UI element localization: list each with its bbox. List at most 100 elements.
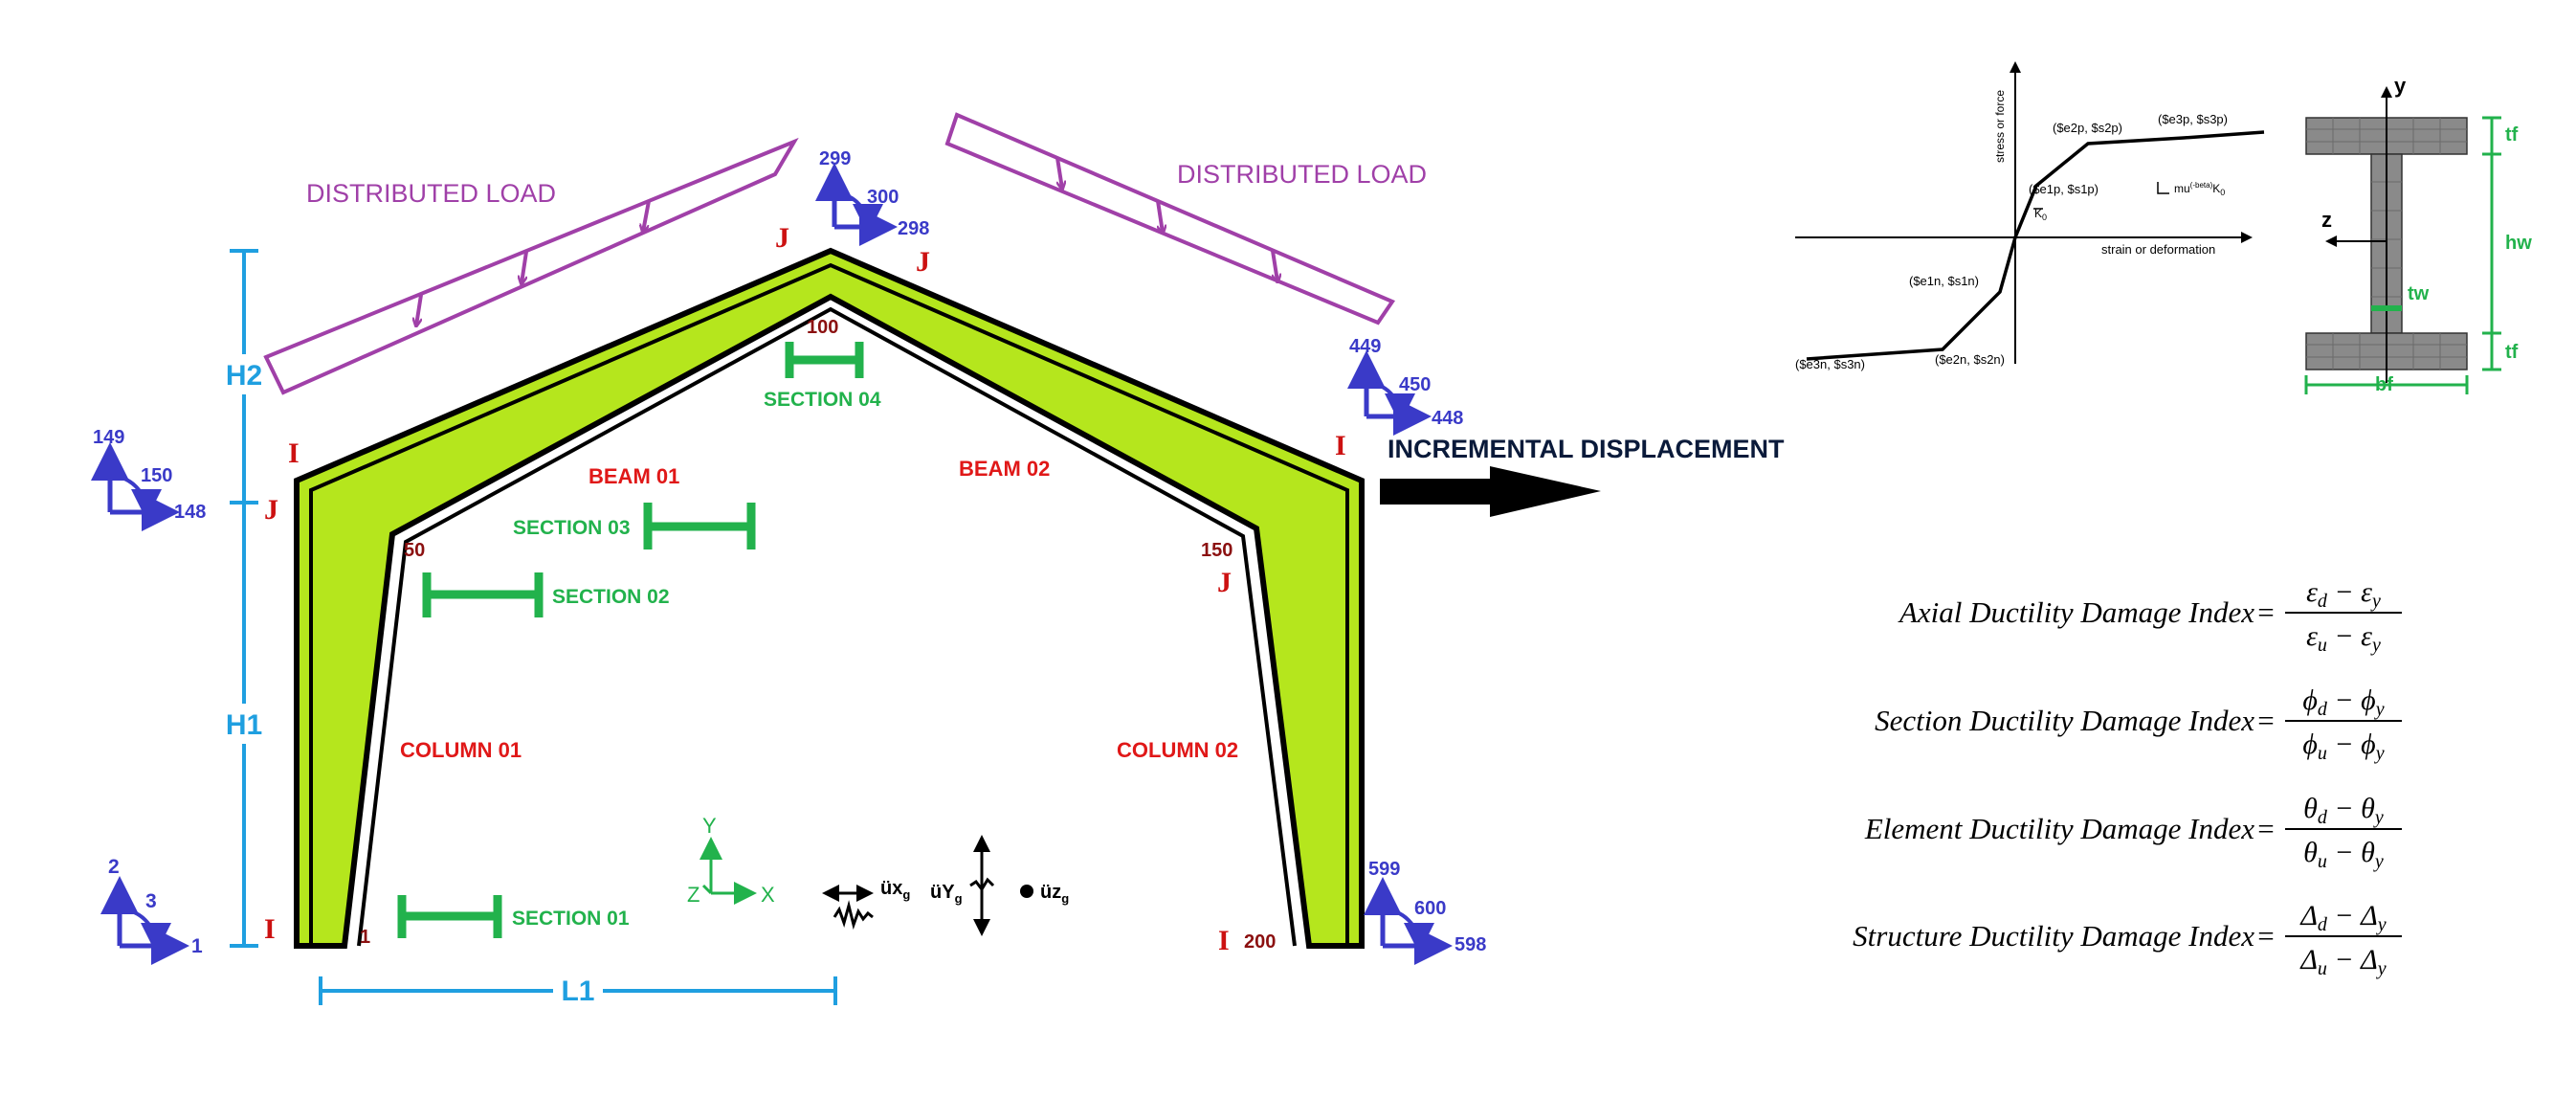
section-02-label: SECTION 02 xyxy=(552,586,670,608)
section-03-label: SECTION 03 xyxy=(513,517,631,539)
curve-ylabel: stress or force xyxy=(1993,90,2007,163)
equals-sign: = xyxy=(2257,812,2274,845)
node-1: 1 xyxy=(360,927,370,948)
i-section: y z tf hw tw tf bf xyxy=(2304,74,2532,395)
incremental-displacement-label: INCREMENTAL DISPLACEMENT xyxy=(1388,435,1785,463)
section-04-label: SECTION 04 xyxy=(764,389,881,411)
equation-row: Section Ductility Damage Index= ϕd − ϕy ϕu… xyxy=(1875,684,2402,764)
equation-name: Axial Ductility Damage Index xyxy=(1898,595,2254,629)
svg-text:600: 600 xyxy=(1414,898,1446,919)
equation-name: Structure Ductility Damage Index xyxy=(1853,919,2254,953)
curve-k0: K0 xyxy=(2034,207,2047,222)
displacement-arrow xyxy=(1380,466,1601,517)
axis-y-label: Y xyxy=(702,814,717,838)
ground-uz-label: üzg xyxy=(1040,882,1069,906)
equals-sign: = xyxy=(2257,595,2274,629)
section-tw: tw xyxy=(2408,283,2430,304)
axis-x-label: X xyxy=(761,883,775,907)
frame-body xyxy=(294,247,1365,949)
ground-uy-label: üYg xyxy=(930,882,963,906)
equation-numerator: θd − θy xyxy=(2303,793,2384,828)
svg-text:3: 3 xyxy=(145,890,157,912)
curve-xlabel: strain or deformation xyxy=(2101,242,2215,257)
curve-n3: ($e3n, $s3n) xyxy=(1795,357,1865,371)
section-tf-bottom: tf xyxy=(2505,342,2519,363)
section-y-axis: y xyxy=(2394,74,2407,98)
dim-l1-label: L1 xyxy=(561,976,594,1007)
equation-row: Element Ductility Damage Index= θd − θy θu… xyxy=(1864,793,2402,872)
ground-ux-label: üxg xyxy=(880,878,910,902)
section-tf-top: tf xyxy=(2505,124,2519,146)
section-01-label: SECTION 01 xyxy=(512,908,630,930)
equation-denominator: θu − θy xyxy=(2303,837,2384,872)
equation-denominator: εu − εy xyxy=(2306,620,2381,656)
equation-row: Axial Ductility Damage Index= εd − εy εu −… xyxy=(1898,576,2402,656)
svg-text:448: 448 xyxy=(1432,408,1463,429)
svg-text:599: 599 xyxy=(1368,859,1400,880)
svg-text:148: 148 xyxy=(174,502,206,523)
ground-motion: üxg üYg üzg xyxy=(822,835,1069,936)
svg-text:450: 450 xyxy=(1399,374,1431,395)
portal-frame xyxy=(294,247,1365,949)
node-150: 150 xyxy=(1201,540,1232,561)
backbone-curve xyxy=(1806,130,2265,361)
distributed-load-right-label: DISTRIBUTED LOAD xyxy=(1177,160,1427,189)
node-50: 50 xyxy=(404,540,425,561)
equals-sign: = xyxy=(2257,704,2274,737)
end-j-col1-top: J xyxy=(264,494,278,526)
svg-text:2: 2 xyxy=(108,856,120,878)
end-j-beam1: J xyxy=(775,222,789,254)
equals-sign: = xyxy=(2257,919,2274,953)
svg-text:150: 150 xyxy=(141,465,172,486)
end-i-col1-base: I xyxy=(264,913,276,945)
dof-ridge: 299 300 298 xyxy=(815,148,929,246)
column-01-label: COLUMN 01 xyxy=(400,738,522,762)
column-02-label: COLUMN 02 xyxy=(1117,738,1238,762)
dof-right-eave: 449 450 448 xyxy=(1347,336,1463,436)
equation-numerator: ϕd − ϕy xyxy=(2302,684,2384,720)
node-200: 200 xyxy=(1244,931,1276,953)
end-i-col2-base: I xyxy=(1218,925,1230,956)
axis-z-label: Z xyxy=(687,883,700,907)
svg-text:149: 149 xyxy=(93,427,124,448)
node-ids: 1 50 100 150 200 xyxy=(360,317,1276,953)
curve-n2: ($e2n, $s2n) xyxy=(1935,352,2005,367)
curve-p2: ($e2p, $s2p) xyxy=(2053,121,2122,135)
element-end-labels: I J I J J I J I xyxy=(264,222,1346,956)
section-z-axis: z xyxy=(2321,208,2332,232)
curve-p3: ($e3p, $s3p) xyxy=(2158,112,2228,126)
svg-text:298: 298 xyxy=(898,218,929,239)
beam-02-label: BEAM 02 xyxy=(959,457,1050,481)
equation-denominator: ϕu − ϕy xyxy=(2302,729,2384,764)
curve-n1: ($e1n, $s1n) xyxy=(1909,274,1979,288)
distributed-load-right xyxy=(944,112,1396,325)
section-marks xyxy=(397,342,864,938)
equation-numerator: εd − εy xyxy=(2306,576,2381,612)
frame-outer-inner-line xyxy=(309,262,1349,946)
svg-text:300: 300 xyxy=(867,187,899,208)
material-curve: stress or force strain or deformation ($… xyxy=(1795,61,2265,371)
dof-right-base: 599 600 598 xyxy=(1364,859,1486,965)
dim-h1-label: H1 xyxy=(226,709,262,741)
svg-text:449: 449 xyxy=(1349,336,1381,357)
equation-numerator: Δd − Δy xyxy=(2299,900,2386,935)
section-bf: bf xyxy=(2375,374,2393,395)
equation-name: Section Ductility Damage Index xyxy=(1875,704,2254,737)
dof-left-eave: 149 150 148 xyxy=(91,427,206,531)
dim-h2-label: H2 xyxy=(226,360,262,392)
equation-denominator: Δu − Δy xyxy=(2299,944,2386,979)
global-axes: Y Z X xyxy=(687,814,775,907)
equation-name: Element Ductility Damage Index xyxy=(1864,812,2254,845)
curve-p1: ($e1p, $s1p) xyxy=(2029,182,2099,196)
dof-left-base: 2 3 1 xyxy=(100,856,203,965)
svg-text:598: 598 xyxy=(1455,934,1486,955)
svg-text:299: 299 xyxy=(819,148,851,169)
frame-inner-inner-line xyxy=(357,306,1297,947)
beam-01-label: BEAM 01 xyxy=(588,464,679,488)
distributed-load-left xyxy=(263,137,799,395)
distributed-load-left-label: DISTRIBUTED LOAD xyxy=(306,179,556,208)
incremental-displacement: INCREMENTAL DISPLACEMENT xyxy=(1380,435,1785,517)
end-i-beam2: I xyxy=(1335,430,1346,461)
